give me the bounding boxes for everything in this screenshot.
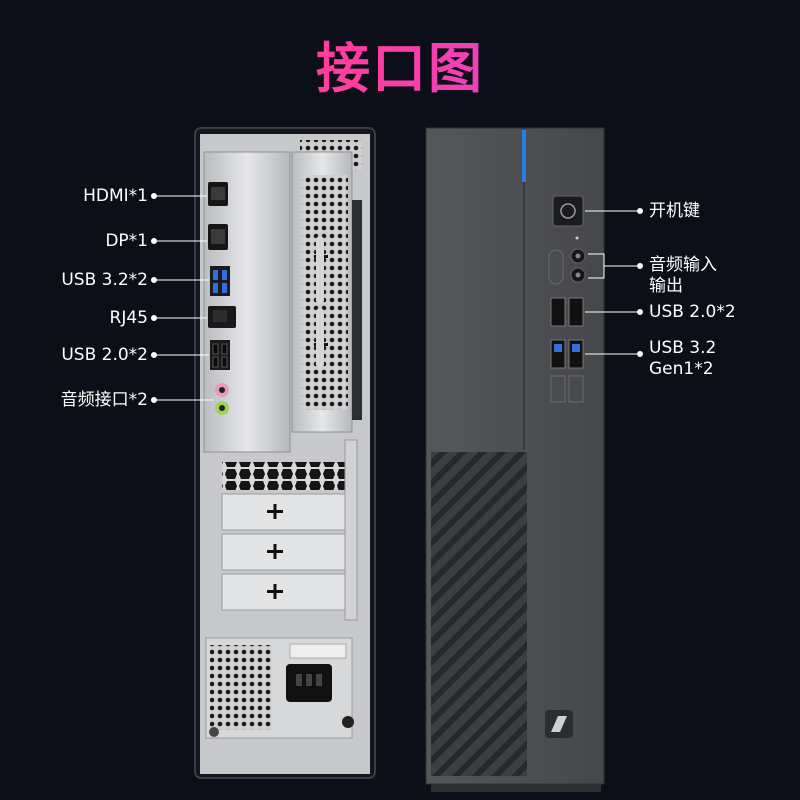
rear-chassis bbox=[194, 127, 376, 779]
label-front-usb32-line1: USB 3.2 bbox=[649, 338, 717, 358]
label-rear-rj45: RJ45 bbox=[109, 308, 148, 328]
label-rear-audio: 音频接口*2 bbox=[60, 390, 148, 410]
label-front-usb32-line2: Gen1*2 bbox=[649, 359, 714, 379]
callout-lines bbox=[151, 193, 643, 403]
label-front-audio: 音频输入 输出 bbox=[649, 255, 717, 297]
front-chassis bbox=[425, 127, 605, 792]
rear-port-icons bbox=[208, 182, 236, 415]
label-rear-usb32: USB 3.2*2 bbox=[61, 270, 148, 290]
label-rear-dp: DP*1 bbox=[105, 231, 148, 251]
label-rear-hdmi: HDMI*1 bbox=[83, 186, 148, 206]
label-front-power: 开机键 bbox=[649, 201, 700, 221]
label-front-audio-line1: 音频输入 bbox=[649, 255, 717, 275]
label-front-usb20: USB 2.0*2 bbox=[649, 302, 736, 322]
page-title: 接口图 bbox=[0, 24, 800, 103]
label-front-usb32: USB 3.2 Gen1*2 bbox=[649, 338, 716, 380]
label-front-audio-line2: 输出 bbox=[649, 276, 683, 296]
label-rear-usb20: USB 2.0*2 bbox=[61, 345, 148, 365]
